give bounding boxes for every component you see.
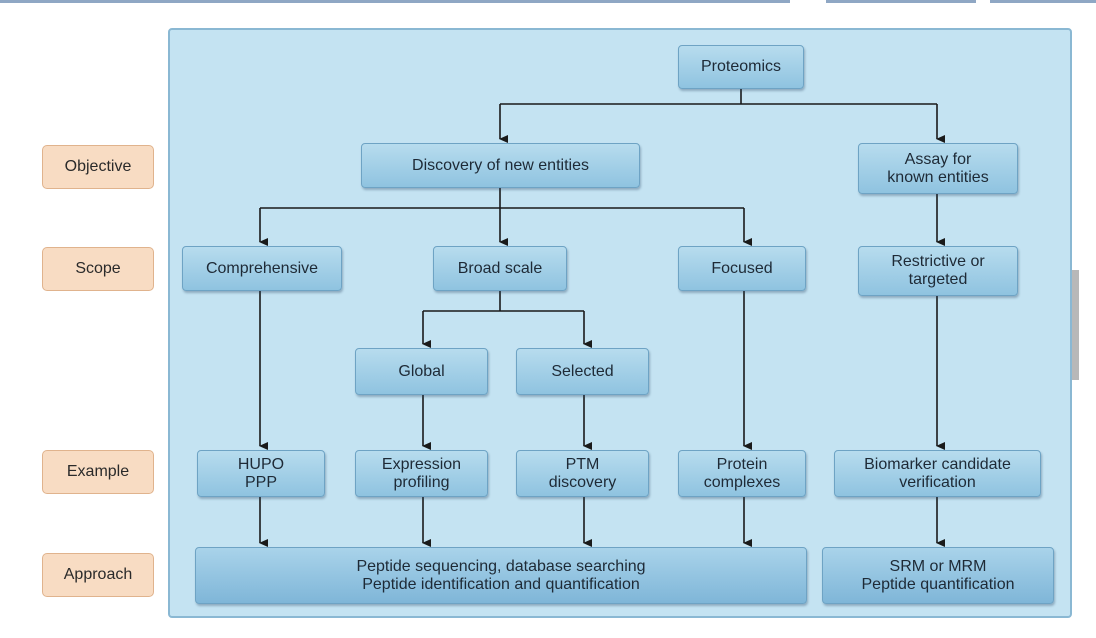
node-focused: Focused: [678, 246, 806, 291]
scrollbar-thumb[interactable]: [1070, 270, 1079, 380]
node-expression: Expression profiling: [355, 450, 488, 497]
node-comprehensive: Comprehensive: [182, 246, 342, 291]
label-example: Example: [42, 450, 154, 494]
node-hupo: HUPO PPP: [197, 450, 325, 497]
node-biomarker: Biomarker candidate verification: [834, 450, 1041, 497]
label-scope: Scope: [42, 247, 154, 291]
label-objective: Objective: [42, 145, 154, 189]
window-top-edge: [0, 0, 790, 3]
node-ptm: PTM discovery: [516, 450, 649, 497]
node-global: Global: [355, 348, 488, 395]
window-top-edge: [826, 0, 976, 3]
node-protein: Protein complexes: [678, 450, 806, 497]
label-approach: Approach: [42, 553, 154, 597]
node-peptide-sequencing: Peptide sequencing, database searching P…: [195, 547, 807, 604]
window-top-edge: [990, 0, 1096, 3]
node-selected: Selected: [516, 348, 649, 395]
node-broad-scale: Broad scale: [433, 246, 567, 291]
node-restrictive: Restrictive or targeted: [858, 246, 1018, 296]
node-assay: Assay for known entities: [858, 143, 1018, 194]
node-srm-mrm: SRM or MRM Peptide quantification: [822, 547, 1054, 604]
diagram-frame: [168, 28, 1072, 618]
node-proteomics: Proteomics: [678, 45, 804, 89]
node-discovery: Discovery of new entities: [361, 143, 640, 188]
